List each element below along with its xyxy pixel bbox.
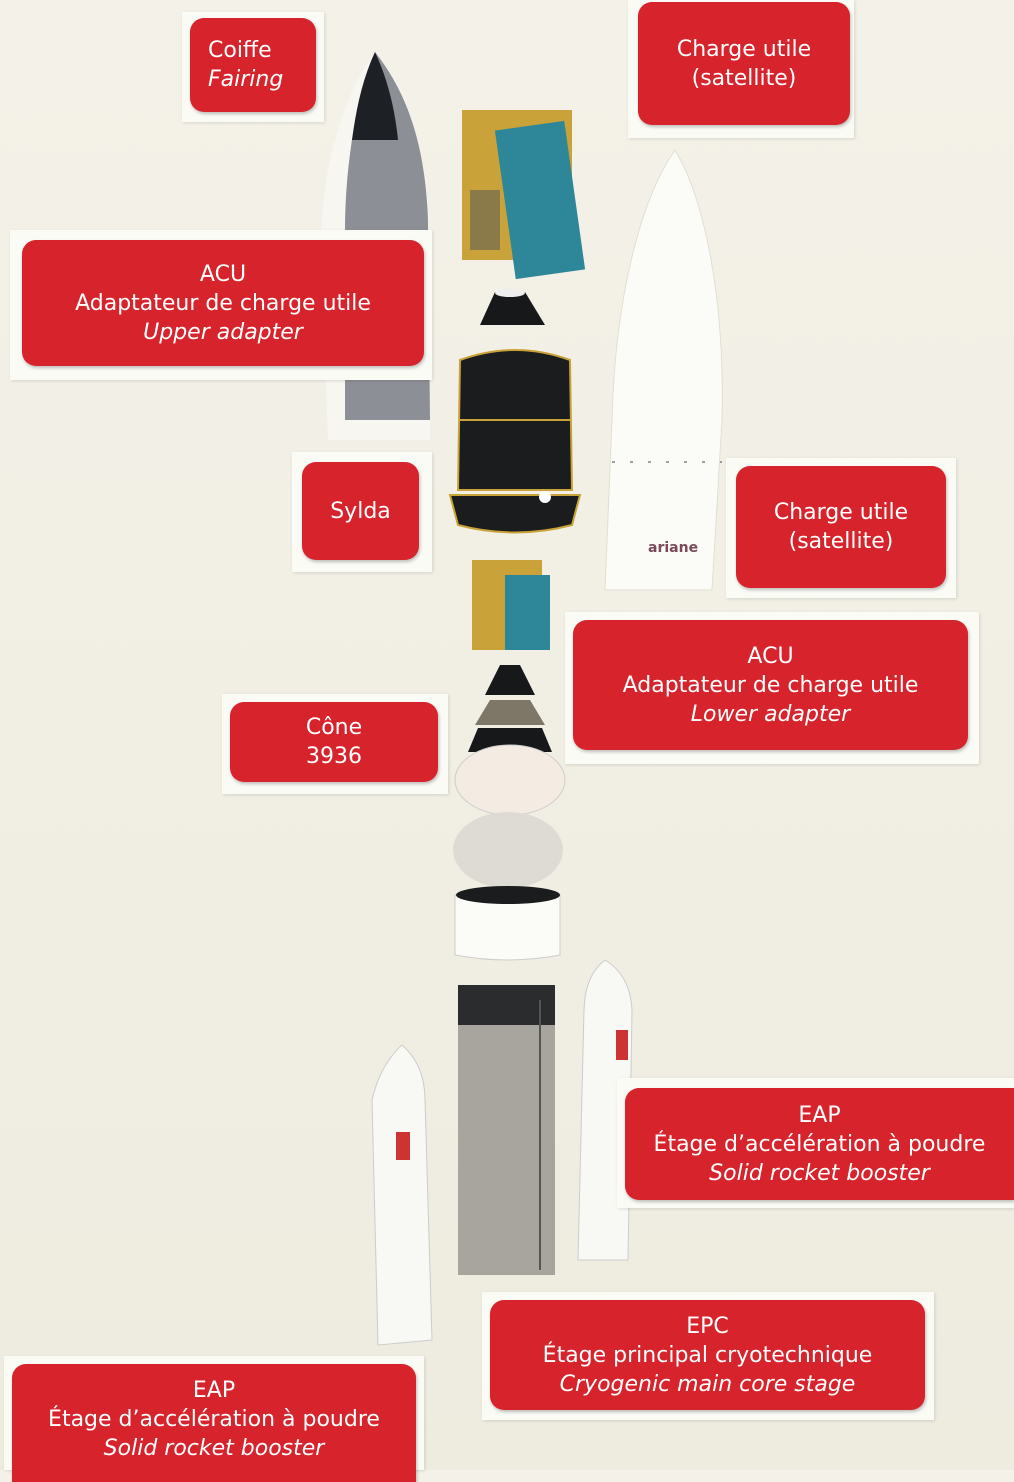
label-fairing: Coiffe Fairing <box>190 18 316 112</box>
label-booster-left: EAP Étage d’accélération à poudre Solid … <box>12 1364 416 1482</box>
booster-left-part <box>371 1044 433 1346</box>
label-cone-number: 3936 <box>306 744 362 769</box>
upper-adapter-part <box>480 292 545 325</box>
label-fairing-fr: Coiffe <box>208 38 272 63</box>
label-booster-right-fr: Étage d’accélération à poudre <box>653 1131 986 1157</box>
label-sylda-text: Sylda <box>330 498 391 524</box>
label-upper-adapter-acronym: ACU <box>199 261 247 287</box>
upper-stage-tank <box>453 812 563 888</box>
label-booster-left-en: Solid rocket booster <box>103 1436 325 1461</box>
label-main-stage-en: Cryogenic main core stage <box>559 1371 856 1397</box>
label-main-stage-fr: Étage principal cryotechnique <box>542 1342 873 1368</box>
label-fairing-en: Fairing <box>208 67 284 92</box>
sylda-part <box>448 349 582 534</box>
label-lower-adapter: ACU Adaptateur de charge utile Lower ada… <box>573 620 968 750</box>
label-booster-right-acronym: EAP <box>798 1102 841 1128</box>
fairing-full <box>604 149 723 591</box>
label-payload-top: Charge utile (satellite) <box>638 2 850 125</box>
label-upper-adapter-en: Upper adapter <box>143 319 303 345</box>
satellite-bottom <box>472 560 550 650</box>
label-booster-left-fr: Étage d’accélération à poudre <box>48 1407 380 1432</box>
vehicle-equipment-bay <box>454 744 566 816</box>
label-payload-bottom-line2: (satellite) <box>788 529 894 554</box>
label-cone: Cône 3936 <box>230 702 438 782</box>
label-lower-adapter-fr: Adaptateur de charge utile <box>622 672 919 698</box>
label-booster-right-en: Solid rocket booster <box>709 1160 930 1186</box>
ariane-logo: ariane <box>648 540 698 556</box>
label-main-stage: EPC Étage principal cryotechnique Cryoge… <box>490 1300 925 1410</box>
label-main-stage-acronym: EPC <box>686 1313 729 1339</box>
satellite-top <box>462 110 586 280</box>
label-lower-adapter-acronym: ACU <box>747 643 794 669</box>
label-booster-right: EAP Étage d’accélération à poudre Solid … <box>625 1088 1014 1200</box>
label-payload-top-line1: Charge utile <box>676 36 812 62</box>
label-sylda: Sylda <box>302 462 419 560</box>
label-payload-top-line2: (satellite) <box>691 65 797 91</box>
label-payload-bottom: Charge utile (satellite) <box>736 466 946 588</box>
label-lower-adapter-en: Lower adapter <box>690 701 851 727</box>
label-cone-name: Cône <box>305 715 363 740</box>
label-payload-bottom-line1: Charge utile <box>773 500 909 525</box>
main-core-stage <box>458 985 555 1275</box>
label-upper-adapter: ACU Adaptateur de charge utile Upper ada… <box>22 240 424 366</box>
label-upper-adapter-fr: Adaptateur de charge utile <box>75 290 371 316</box>
label-booster-left-acronym: EAP <box>192 1378 236 1403</box>
